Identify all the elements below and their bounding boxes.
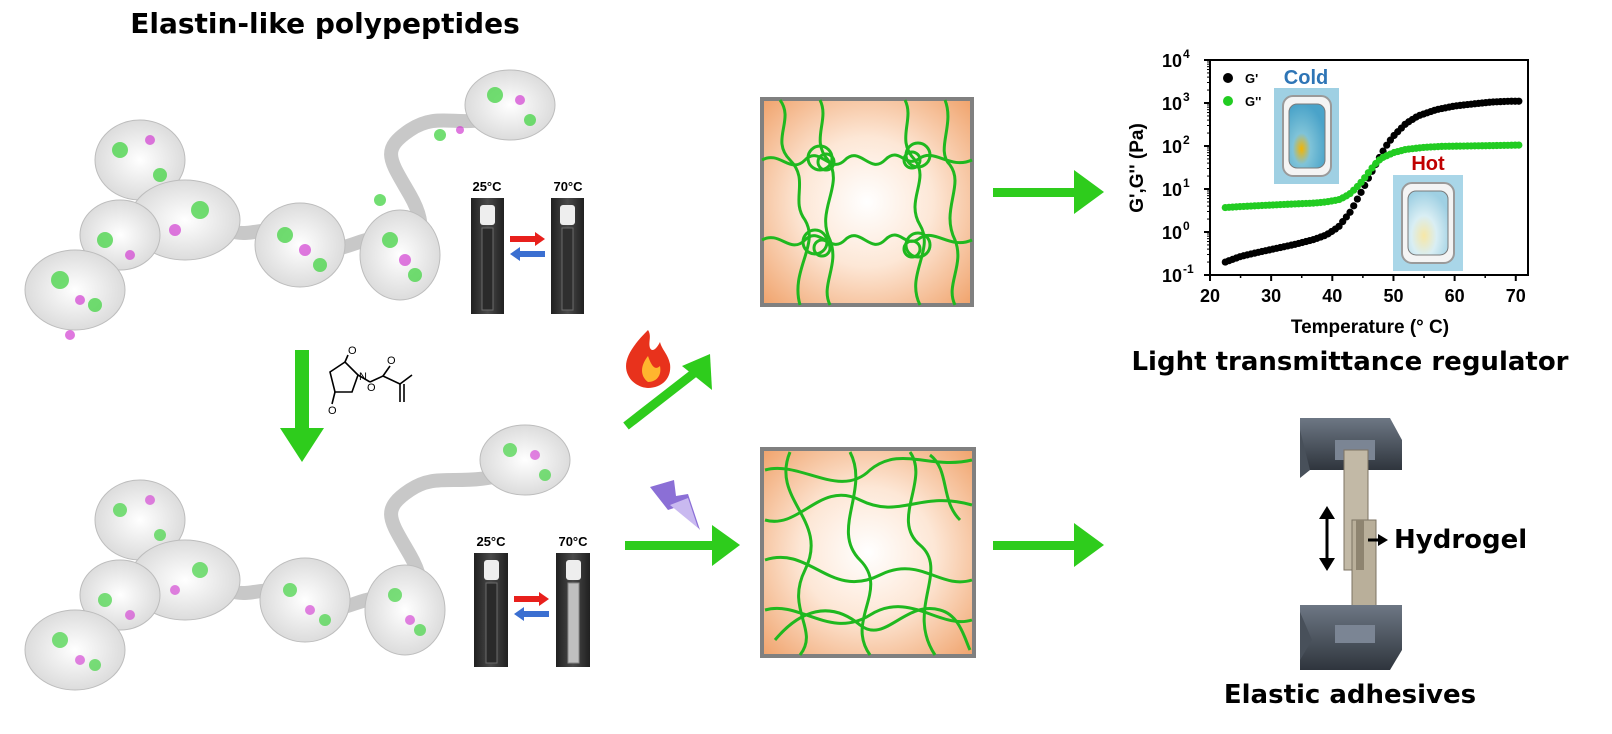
legend-marker-gprime [1223,73,1233,83]
y-tick-exponent: 2 [1183,133,1190,147]
svg-text:N: N [359,371,367,383]
vial-label-25c-top: 25°C [472,179,502,194]
x-tick-label: 60 [1445,286,1465,306]
cool-arrow-blue-top [510,247,545,261]
series-gdoubleprime [1221,141,1523,212]
y-tick-label: 10 [1162,137,1182,157]
data-point [1383,141,1391,149]
vial-label-25c-bottom: 25°C [476,534,506,549]
svg-text:O: O [348,345,357,357]
hydrogel-label: Hydrogel [1394,525,1527,555]
protein-structure-bottom [24,424,571,691]
lap-shear-test-illustration [1300,418,1402,670]
y-tick-label: 10 [1162,94,1182,114]
svg-text:O: O [367,382,376,394]
data-point [1346,208,1354,216]
legend-label-gdoubleprime: G'' [1245,94,1261,109]
series-gprime [1221,97,1523,266]
legend-marker-gdoubleprime [1223,96,1233,106]
arrow-up-right [623,354,712,430]
x-tick-label: 50 [1383,286,1403,306]
vial-pair-bottom: 25°C 70°C [474,534,590,667]
chart-plot-frame [1209,59,1529,276]
protein-structure-top [24,69,556,340]
heat-arrow-red-bottom [514,592,549,606]
vial-pair-top: 25°C 70°C [471,179,584,314]
heat-arrow-red-top [510,232,545,246]
svg-text:O: O [328,405,337,417]
cool-arrow-blue-bottom [514,607,549,621]
y-tick-exponent: -1 [1183,262,1194,276]
top-title: Elastin-like polypeptides [130,7,520,40]
vial-label-70c-top: 70°C [553,179,583,194]
y-tick-label: 10 [1162,180,1182,200]
x-tick-label: 70 [1506,286,1526,306]
down-arrow [280,350,324,462]
y-tick-exponent: 4 [1183,47,1190,61]
data-point [1361,174,1369,182]
arrow-to-adhesive [993,523,1104,567]
x-tick-label: 20 [1200,286,1220,306]
cold-window-inset: Cold [1274,67,1339,184]
cold-label: Cold [1284,67,1328,89]
vial-label-70c-bottom: 70°C [558,534,588,549]
data-point [1515,97,1523,105]
methacrylate-nhs-structure [329,354,413,405]
chart-legend: G' G'' [1223,71,1261,109]
light-transmittance-caption: Light transmittance regulator [1131,347,1568,377]
y-tick-label: 10 [1162,51,1182,71]
y-tick-label: 10 [1162,266,1182,286]
hydrogel-pointer-arrow [1368,534,1388,546]
physical-crosslink-network-box [760,97,974,307]
arrow-to-chart [993,170,1104,214]
y-tick-exponent: 3 [1183,90,1190,104]
data-point [1350,202,1358,210]
hot-label: Hot [1411,153,1445,175]
arrow-right-light [625,525,740,566]
lightning-icon [650,480,700,530]
legend-label-gprime: G' [1245,71,1258,86]
data-point [1357,188,1365,196]
x-tick-label: 30 [1261,286,1281,306]
x-tick-label: 40 [1322,286,1342,306]
chemical-crosslink-network-box [760,447,976,658]
data-point [1353,195,1361,203]
y-tick-label: 10 [1162,223,1182,243]
fire-icon [626,330,671,388]
chart-y-axis-label: G',G'' (Pa) [1127,123,1148,213]
tension-double-arrow [1319,506,1335,571]
chart-x-axis-label: Temperature (° C) [1291,317,1449,338]
hot-window-inset: Hot [1393,153,1463,271]
elastic-adhesives-caption: Elastic adhesives [1224,680,1476,710]
y-tick-exponent: 1 [1183,176,1190,190]
data-point [1515,141,1523,149]
y-tick-exponent: 0 [1183,219,1190,233]
svg-text:O: O [387,355,396,367]
